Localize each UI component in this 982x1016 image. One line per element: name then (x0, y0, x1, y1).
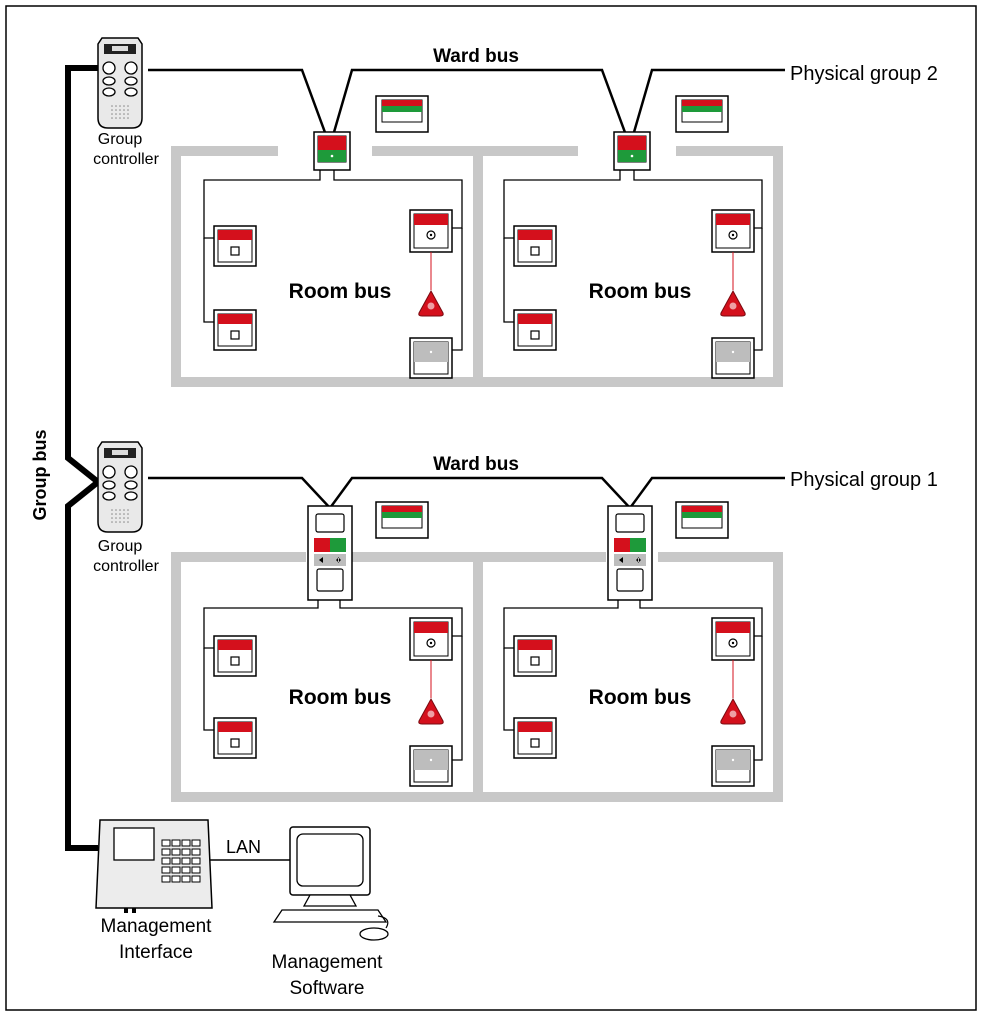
management-interface-icon (95, 819, 213, 913)
group-controller-2-icon (97, 37, 143, 129)
ward-bus-top-label: Ward bus (433, 46, 519, 67)
management-software-computer-icon (272, 826, 389, 941)
corridor-lamp-b (675, 95, 729, 133)
group-controller-1-label-line1: Group (98, 538, 143, 555)
bed-call-unit-a2 (213, 309, 257, 351)
room-walls-group-2 (171, 146, 783, 387)
bed-call-unit-c1 (213, 635, 257, 677)
pull-cord-unit-b (711, 209, 755, 253)
group-controller-1-label-line2: controller (93, 558, 159, 575)
room-bus-wiring-d (503, 598, 763, 761)
room-terminal-d (607, 505, 653, 601)
bathroom-unit-a (409, 337, 453, 379)
group-bus-label: Group bus (30, 430, 50, 521)
bathroom-unit-c (409, 745, 453, 787)
room-bus-wiring-b (503, 162, 763, 351)
management-software-label-line1: Management (272, 952, 384, 973)
management-interface-label-line1: Management (101, 916, 213, 937)
pear-button-d (720, 698, 746, 725)
ward-bus-top-line (148, 68, 785, 151)
door-terminal-b (613, 131, 651, 171)
bed-call-unit-b1 (513, 225, 557, 267)
corridor-lamp-a (375, 95, 429, 133)
physical-group-1-label: Physical group 1 (790, 469, 938, 491)
group-controller-2-label-line2: controller (93, 151, 159, 168)
diagram-border (5, 5, 977, 1011)
door-terminal-a (313, 131, 351, 171)
room-bus-wiring-c (203, 598, 463, 761)
management-software-label-line2: Software (290, 978, 365, 999)
bed-call-unit-d2 (513, 717, 557, 759)
group-controller-1-icon (97, 441, 143, 533)
room-bus-wiring-a (203, 162, 463, 351)
corridor-lamp-d (675, 501, 729, 539)
room-bus-label-a: Room bus (289, 280, 392, 303)
bed-call-unit-d1 (513, 635, 557, 677)
room-walls-group-1 (171, 552, 783, 802)
room-bus-label-d: Room bus (589, 686, 692, 709)
pull-cord-unit-c (409, 617, 453, 661)
pull-cord-unit-a (409, 209, 453, 253)
room-bus-label-c: Room bus (289, 686, 392, 709)
management-interface-label-line2: Interface (119, 942, 193, 963)
bed-call-unit-b2 (513, 309, 557, 351)
room-bus-label-b: Room bus (589, 280, 692, 303)
pear-button-a (418, 290, 444, 317)
pear-button-c (418, 698, 444, 725)
bed-call-unit-a1 (213, 225, 257, 267)
bed-call-unit-c2 (213, 717, 257, 759)
corridor-lamp-c (375, 501, 429, 539)
pear-button-b (720, 290, 746, 317)
ward-bus-bottom-label: Ward bus (433, 454, 519, 475)
lan-label: LAN (226, 837, 261, 857)
ward-bus-bottom-line (148, 476, 785, 510)
group-bus-line (65, 65, 100, 851)
pull-cord-unit-d (711, 617, 755, 661)
bathroom-unit-b (711, 337, 755, 379)
bathroom-unit-d (711, 745, 755, 787)
physical-group-2-label: Physical group 2 (790, 63, 938, 85)
room-terminal-c (307, 505, 353, 601)
group-controller-2-label-line1: Group (98, 131, 143, 148)
